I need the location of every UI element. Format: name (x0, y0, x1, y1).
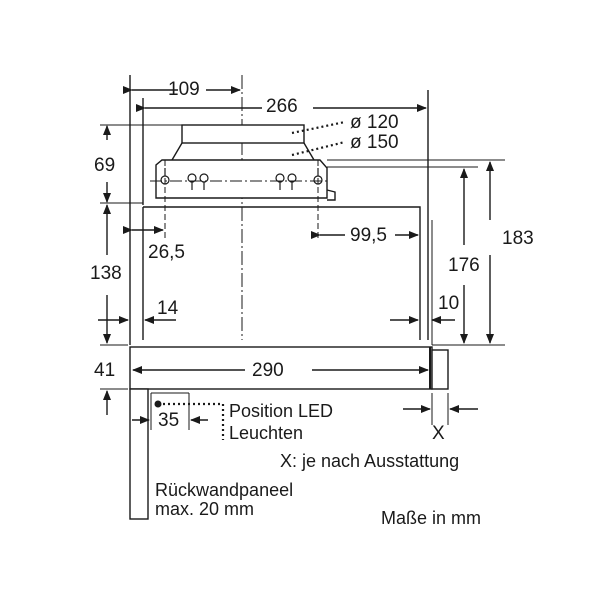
dimension-99-5: 99,5 (350, 225, 387, 246)
dimension-26-5: 26,5 (148, 242, 185, 263)
dimension-138: 138 (90, 263, 122, 284)
led-lights-label: Leuchten (229, 423, 304, 443)
dimension-69: 69 (94, 155, 116, 176)
dimension-266: 266 (266, 96, 298, 117)
dimension-41: 41 (94, 360, 116, 381)
dimension-35: 35 (158, 410, 180, 431)
dimension-diameter-150: ø 150 (350, 132, 399, 153)
dimension-diameter-120: ø 120 (350, 112, 399, 133)
dimension-290: 290 (252, 360, 284, 381)
led-position-label: Position LED (229, 401, 334, 421)
dimension-109: 109 (168, 79, 200, 100)
dimension-183: 183 (502, 228, 534, 249)
units-note: Maße in mm (381, 508, 482, 528)
back-panel-max-label: max. 20 mm (155, 499, 255, 519)
x-note: X: je nach Ausstattung (280, 451, 460, 471)
led-position-marker (154, 400, 162, 408)
dimension-10: 10 (438, 293, 460, 314)
dimension-14: 14 (157, 298, 179, 319)
back-panel-label: Rückwandpaneel (155, 480, 294, 500)
dimension-176: 176 (448, 255, 480, 276)
dimension-x: X (432, 423, 445, 444)
